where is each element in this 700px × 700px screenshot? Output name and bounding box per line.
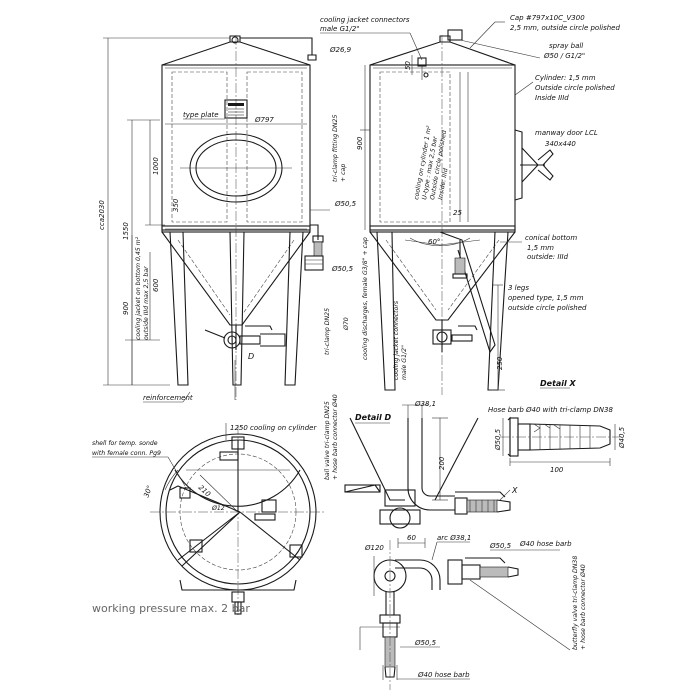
cap-finish: 2,5 mm, outside circle polished — [510, 24, 620, 32]
cooling-discharges: cooling discharges, female G3/8" + cap — [362, 237, 369, 360]
tri-clamp-fitting: tri-clamp fitting DN25 — [331, 115, 339, 182]
cylinder-label: Cylinder: 1,5 mm — [535, 74, 596, 82]
cooling-jacket-connectors: cooling jacket connectors — [320, 16, 410, 24]
detail-d-dim-200: 200 — [438, 456, 446, 470]
cylinder-finish: Outside circle polished — [535, 84, 615, 92]
reinforcement-label: reinforcement — [143, 394, 193, 402]
detail-x: Detail X Hose barb Ø40 with tri-clamp DN… — [488, 379, 626, 474]
detail-d-dim-50: Ø50,5 — [489, 542, 512, 550]
side-dim-70: Ø70 — [342, 317, 350, 331]
male-thread: male G1/2" — [320, 25, 360, 33]
front-view: type plate Ø797 Ø26,9 Ø50,5 Ø50,5 1000 1… — [98, 35, 357, 480]
manway-label: manway door LCL — [535, 129, 598, 137]
spray-ball-size: Ø50 / G1/2" — [543, 52, 585, 60]
tri-clamp-cap: + cap — [340, 164, 347, 182]
detail-d-hose-barb-b: Ø40 hose barb — [417, 671, 470, 679]
detail-x-subtitle: Hose barb Ø40 with tri-clamp DN38 — [488, 406, 613, 414]
detail-x-dim-50: Ø50,5 — [494, 428, 502, 451]
dim-600: 600 — [152, 278, 160, 292]
detail-x-dim-40: Ø40,5 — [618, 426, 626, 449]
conical-bottom: conical bottom — [525, 234, 577, 242]
inlet-dia-label: Ø26,9 — [329, 46, 352, 54]
detail-d-hose-barb: Ø40 hose barb — [519, 540, 572, 548]
side-dim-50: 50 — [404, 61, 412, 70]
type-plate-label: type plate — [183, 111, 219, 119]
working-pressure: working pressure max. 2 bar — [92, 602, 250, 615]
dim-1550: 1550 — [122, 222, 130, 240]
legs-finish: outside circle polished — [508, 304, 587, 312]
dim-900: 900 — [122, 301, 130, 315]
cap-spec: Cap #797x10C_V300 — [510, 14, 585, 22]
male-thread-2: male G1/2" — [401, 345, 408, 380]
label-d: D — [248, 352, 254, 361]
top-dim-210: 210 — [197, 484, 213, 499]
angle-60: 60° — [428, 238, 440, 246]
cooling-on-cylinder: 1250 cooling on cylinder — [230, 424, 317, 432]
top-view: 1250 cooling on cylinder shell for temp.… — [92, 423, 325, 615]
detail-d-dim-50-b: Ø50,5 — [414, 639, 437, 647]
cooling-jacket-bottom: cooling jacket on bottom 0,45 m² — [134, 236, 142, 340]
spray-ball: spray ball — [549, 42, 583, 50]
legs-type: opened type, 1,5 mm — [508, 294, 584, 302]
side-dim-250: 250 — [496, 356, 504, 370]
ball-valve-label: ball valve tri-clamp DN25 — [323, 401, 331, 480]
cooling-connectors-2: cooling jacket connectors — [392, 300, 400, 380]
detail-d: Detail D Ø38,1 200 Ø120 60 arc Ø38,1 Ø50… — [344, 400, 587, 690]
conical-thickness: 1,5 mm — [527, 244, 554, 252]
detail-x-dim-100: 100 — [550, 466, 564, 474]
dim-1000: 1000 — [152, 157, 160, 175]
top-dim-12: Ø12 — [211, 504, 225, 512]
shell-temp-1: shell for temp. sonde — [92, 439, 158, 447]
manway-size: 340x440 — [545, 140, 576, 148]
angle-30: 30° — [142, 484, 154, 498]
detail-d-title: Detail D — [355, 413, 392, 422]
legs-label: 3 legs — [508, 284, 529, 292]
side-dim-25: 25 — [453, 209, 462, 217]
detail-d-arc: arc Ø38,1 — [437, 534, 471, 542]
tri-clamp-cap-2: tri-clamp DN25 — [323, 308, 331, 355]
side-dim-900: 900 — [356, 136, 364, 150]
butterfly-hose: + hose barb connector Ø40 — [579, 564, 587, 650]
detail-d-dim-60: 60 — [407, 534, 416, 542]
detail-d-dim-120: Ø120 — [364, 544, 384, 552]
conical-finish: outside: IIId — [527, 253, 569, 261]
shell-temp-2: with female conn. Pg9 — [92, 449, 161, 457]
butterfly-valve: butterfly valve tri-clamp DN38 — [571, 556, 579, 650]
outlet-dia-label: Ø50,5 — [334, 200, 357, 208]
dim-2030: cca2030 — [98, 200, 106, 230]
cylinder-inside: Inside IIId — [535, 94, 569, 102]
cooling-jacket-bottom-2: outside IIId max 2,5 bar — [142, 266, 150, 340]
detail-x-title: Detail X — [540, 379, 577, 388]
hose-barb-label: + hose barb connector Ø40 — [331, 394, 339, 480]
detail-d-dim-38: Ø38,1 — [414, 400, 436, 408]
side-view: cooling jacket connectors male G1/2" Cap… — [320, 14, 620, 395]
label-x: X — [511, 486, 518, 495]
diameter-top-label: Ø797 — [254, 116, 274, 124]
dim-350: 350 — [172, 198, 180, 212]
outlet-dia-2-label: Ø50,5 — [331, 265, 354, 273]
